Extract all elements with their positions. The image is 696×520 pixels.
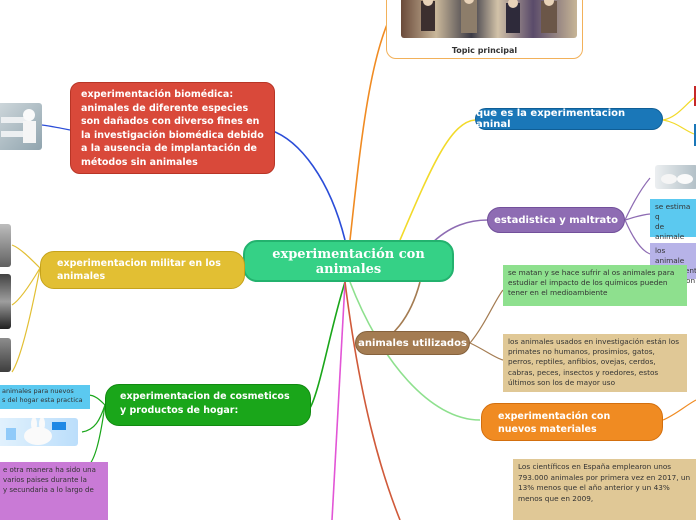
military-photo-icon bbox=[0, 338, 11, 372]
other-note: e otra manera ha sido una varios paises … bbox=[0, 462, 108, 520]
estadistica-note-1: se estima q de animale es importa bbox=[650, 199, 696, 261]
branch-utilizados[interactable]: animales utilizados bbox=[355, 331, 470, 355]
branch-que-es[interactable]: que es la experimentacion aninal bbox=[475, 108, 663, 130]
central-topic[interactable]: experimentación con animales bbox=[243, 240, 454, 282]
branch-cosmeticos[interactable]: experimentacion de cosmeticos y producto… bbox=[105, 384, 311, 426]
mice-photo-icon bbox=[655, 165, 696, 189]
branch-estadistica[interactable]: estadistica y maltrato bbox=[487, 207, 625, 233]
cosmeticos-note: animales para nuevos s del hogar esta pr… bbox=[0, 385, 90, 409]
branch-nuevos-materiales[interactable]: experimentación con nuevos materiales bbox=[481, 403, 663, 441]
topic-illustration bbox=[401, 0, 577, 38]
military-photo-icon bbox=[0, 224, 11, 267]
utilizados-note-2: los animales usados en investigación est… bbox=[503, 334, 687, 392]
lab-photo-icon bbox=[0, 103, 42, 150]
topic-frame[interactable]: Topic principal bbox=[386, 0, 583, 59]
branch-biomedica[interactable]: experimentación biomédica: animales de d… bbox=[70, 82, 275, 174]
rabbit-photo-icon bbox=[0, 418, 78, 446]
que-es-sub-blue bbox=[694, 124, 696, 146]
que-es-sub-red bbox=[694, 86, 696, 106]
utilizados-note-1: se matan y se hace sufrir al os animales… bbox=[503, 265, 687, 306]
military-photo-icon bbox=[0, 274, 11, 329]
cientificos-note: Los científicos en España emplearon unos… bbox=[513, 459, 696, 520]
topic-caption: Topic principal bbox=[451, 46, 518, 55]
branch-militar[interactable]: experimentacion militar en los animales bbox=[40, 251, 245, 289]
